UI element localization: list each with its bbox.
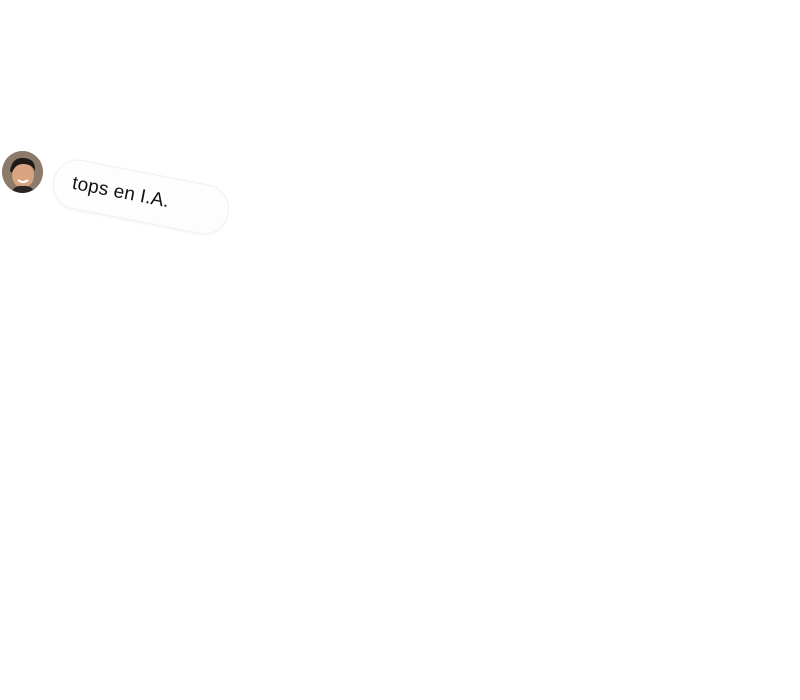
message-text: tops en I.A. — [70, 172, 172, 213]
avatar-face-icon — [2, 151, 43, 193]
message-bubble: tops en I.A. — [48, 155, 234, 239]
user-avatar — [2, 151, 43, 193]
